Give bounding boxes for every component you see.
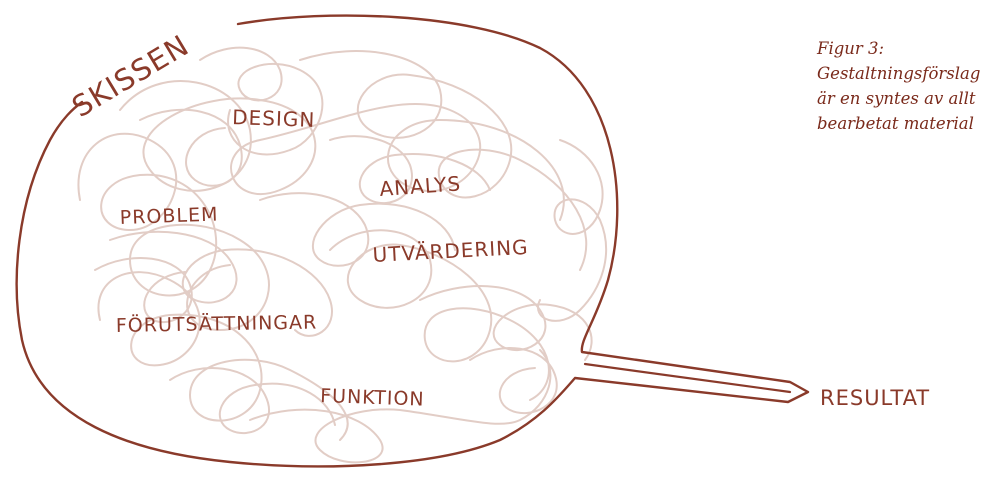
scribble-lines bbox=[77, 46, 608, 464]
caption-line: bearbetat material bbox=[817, 114, 974, 133]
caption-line: är en syntes av allt bbox=[817, 89, 976, 108]
caption-line: Gestaltningsförslag bbox=[817, 64, 981, 83]
sketch-outline bbox=[15, 14, 810, 468]
label-analys: ANALYS bbox=[379, 171, 462, 201]
label-funktion: FUNKTION bbox=[320, 385, 425, 411]
label-resultat: RESULTAT bbox=[820, 386, 930, 410]
arrow-shaft bbox=[583, 362, 792, 394]
figure-caption: Figur 3: Gestaltningsförslag är en synte… bbox=[817, 36, 997, 136]
label-design: DESIGN bbox=[232, 105, 316, 132]
label-utvardering: UTVÄRDERING bbox=[372, 235, 529, 267]
label-forutsattningar: FÖRUTSÄTTNINGAR bbox=[116, 310, 318, 337]
caption-line: Figur 3: bbox=[817, 39, 885, 58]
label-problem: PROBLEM bbox=[119, 204, 218, 229]
